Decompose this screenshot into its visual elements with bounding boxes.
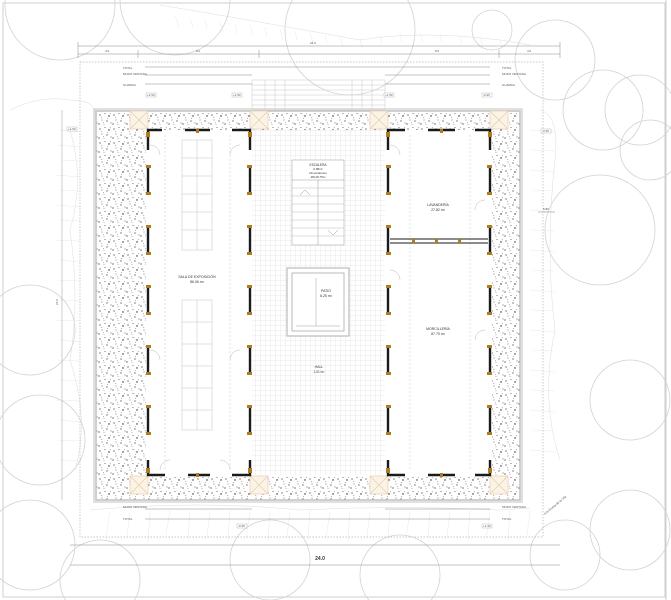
svg-text:4.0: 4.0 xyxy=(105,49,110,53)
svg-text:ESCALERA: ESCALERA xyxy=(309,163,327,167)
svg-text:+1.50: +1.50 xyxy=(147,93,155,97)
svg-text:GUARDA: GUARDA xyxy=(502,83,515,87)
workshop-label: MORCILLERÍA 87.79 m² xyxy=(426,327,450,336)
staircase xyxy=(291,159,345,246)
svg-text:5.80: 5.80 xyxy=(543,207,549,211)
svg-text:TOTAL: TOTAL xyxy=(123,517,133,521)
exhibition-room-label: SALA DE EXPOSICIÓN 86.06 m² xyxy=(178,274,216,284)
svg-text:87.79 m²: 87.79 m² xyxy=(431,332,446,336)
svg-text:1.01 m²: 1.01 m² xyxy=(314,370,325,374)
level-tags: +1.50 +1.50 +1.50 -0.35 +1.50 -0.35 -0.3… xyxy=(66,92,552,529)
property-line xyxy=(79,61,544,538)
svg-text:SALA DE EXPOSICIÓN: SALA DE EXPOSICIÓN xyxy=(178,274,216,279)
svg-text:-0.35: -0.35 xyxy=(483,93,490,97)
svg-text:29 escalones: 29 escalones xyxy=(309,171,327,175)
row-labels-top: TOTAL MURO VENTANA GUARDA TOTAL MURO VEN… xyxy=(123,66,526,87)
svg-text:4.0: 4.0 xyxy=(527,49,532,53)
svg-text:MURO VENTANA: MURO VENTANA xyxy=(502,72,526,76)
top-dimension-text: 24.0 4.0 8.0 8.0 4.0 xyxy=(105,41,532,53)
svg-text:6.25 m²: 6.25 m² xyxy=(320,294,333,298)
entrance-steps xyxy=(251,79,386,111)
corner-skylights xyxy=(129,110,509,495)
patio: PATIO 6.25 m² xyxy=(286,267,350,337)
svg-text:0.98m²: 0.98m² xyxy=(313,167,322,171)
svg-text:24.0: 24.0 xyxy=(55,299,59,305)
building-walls xyxy=(146,128,492,477)
svg-text:27.82 m²: 27.82 m² xyxy=(431,208,446,212)
laundry-partition xyxy=(390,238,488,244)
svg-text:+1.30: +1.30 xyxy=(483,524,491,528)
svg-text:MURO VENTANA: MURO VENTANA xyxy=(123,72,147,76)
svg-text:MURO VENTANA: MURO VENTANA xyxy=(502,505,526,509)
hall-label: HALL xyxy=(315,365,324,369)
terrain-hatching xyxy=(9,4,561,511)
exhibition-display-tables xyxy=(164,135,231,470)
svg-text:MORCILLERÍA: MORCILLERÍA xyxy=(426,327,450,331)
structural-columns xyxy=(146,129,492,477)
svg-text:TOTAL: TOTAL xyxy=(502,517,512,521)
svg-text:-0.35: -0.35 xyxy=(238,524,245,528)
svg-text:+1.50: +1.50 xyxy=(68,127,76,131)
top-dimension-lines xyxy=(77,42,561,85)
svg-text:TOTAL: TOTAL xyxy=(123,66,133,70)
svg-text:PATIO: PATIO xyxy=(321,289,331,293)
svg-text:LAVANDERÍA: LAVANDERÍA xyxy=(427,203,449,207)
svg-text:24.0: 24.0 xyxy=(310,41,316,45)
svg-text:GUARDA: GUARDA xyxy=(123,83,136,87)
row-labels-bottom: MURO VENTANA TOTAL MURO VENTANA TOTAL xyxy=(123,505,526,521)
road-annotation: A la Granja de la Vila xyxy=(543,495,567,516)
svg-text:86.06 m²: 86.06 m² xyxy=(190,280,205,284)
svg-text:+1.50: +1.50 xyxy=(233,93,241,97)
overall-width-dimension: 24.0 xyxy=(315,556,325,562)
laundry-label: LAVANDERÍA 27.82 m² xyxy=(427,203,449,212)
svg-text:28x18.75m: 28x18.75m xyxy=(311,175,326,179)
svg-text:MURO VENTANA: MURO VENTANA xyxy=(123,505,147,509)
door-swings xyxy=(149,144,486,471)
svg-text:-0.35: -0.35 xyxy=(542,129,549,133)
svg-text:8.0: 8.0 xyxy=(196,49,201,53)
bottom-dimension-lines xyxy=(70,508,560,566)
svg-text:+1.50: +1.50 xyxy=(385,93,393,97)
svg-text:8.0: 8.0 xyxy=(435,49,440,53)
svg-text:TOTAL: TOTAL xyxy=(502,66,512,70)
staircase-label: ESCALERA 0.98m² 29 escalones 28x18.75m xyxy=(309,163,327,179)
